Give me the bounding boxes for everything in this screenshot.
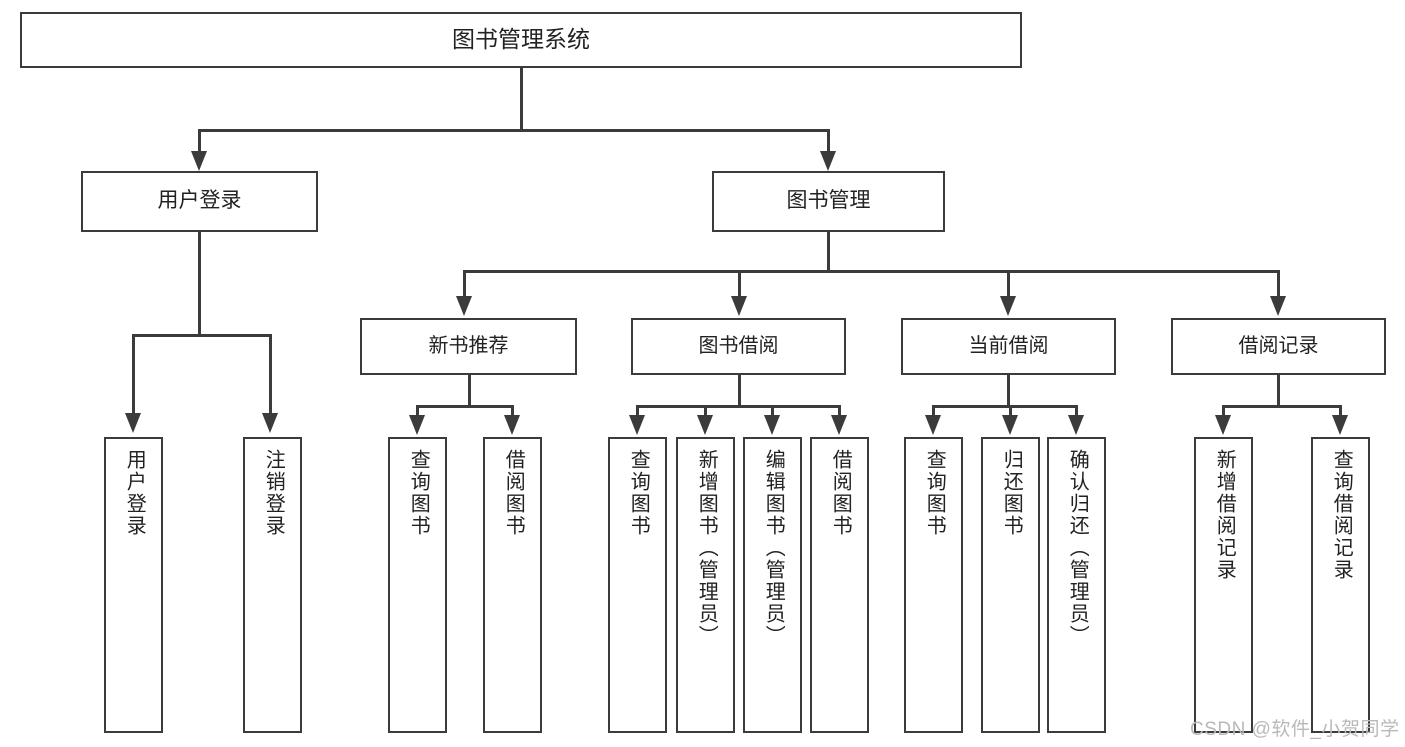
connector-newbook-drop-1: [416, 405, 419, 419]
node-leaf-edit-book[interactable]: 编辑图书（管理员）: [743, 437, 802, 733]
node-book-borrow-label: 图书借阅: [698, 334, 779, 357]
connector-newbook-stem: [468, 375, 471, 407]
arrow-to-leaf-query-book-1: [409, 415, 425, 435]
arrow-to-new-book-recommend: [456, 296, 472, 316]
connector-borrowrecord-bus: [1222, 405, 1341, 408]
connector-currentborrow-drop-2: [1009, 405, 1012, 419]
node-book-manage-label: 图书管理: [786, 189, 871, 213]
node-borrow-record[interactable]: 借阅记录: [1171, 318, 1386, 375]
connector-bookborrow-drop-1: [636, 405, 639, 419]
arrow-to-leaf-return-book: [1002, 415, 1018, 435]
node-new-book-recommend-label: 新书推荐: [428, 334, 509, 357]
node-root-label: 图书管理系统: [452, 26, 590, 53]
node-leaf-user-logout[interactable]: 注销登录: [243, 437, 302, 733]
node-leaf-query-book-1[interactable]: 查询图书: [388, 437, 447, 733]
connector-bookmanage-bus: [463, 270, 1280, 273]
node-leaf-add-record[interactable]: 新增借阅记录: [1194, 437, 1253, 733]
connector-bookborrow-stem: [738, 375, 741, 407]
connector-currentborrow-stem: [1007, 375, 1010, 407]
connector-bookmanage-drop-4: [1277, 270, 1280, 298]
connector-userlogin-bus: [132, 334, 271, 337]
arrow-to-leaf-edit-book: [764, 415, 780, 435]
node-leaf-query-book-3[interactable]: 查询图书: [904, 437, 963, 733]
connector-bookmanage-drop-3: [1007, 270, 1010, 298]
node-leaf-borrow-book-1-label: 借阅图书: [502, 449, 525, 537]
arrow-to-leaf-add-book: [697, 415, 713, 435]
connector-bookmanage-drop-2: [738, 270, 741, 298]
node-leaf-query-book-2-label: 查询图书: [627, 449, 650, 537]
node-borrow-record-label: 借阅记录: [1238, 334, 1319, 357]
node-leaf-query-book-3-label: 查询图书: [923, 449, 946, 537]
node-leaf-add-record-label: 新增借阅记录: [1213, 449, 1236, 581]
node-leaf-user-logout-label: 注销登录: [262, 449, 285, 537]
arrow-to-current-borrow: [1000, 296, 1016, 316]
node-leaf-query-record-label: 查询借阅记录: [1330, 449, 1353, 581]
connector-root-stem: [520, 68, 523, 131]
node-user-login-label: 用户登录: [157, 189, 242, 213]
connector-currentborrow-drop-3: [1075, 405, 1078, 419]
node-book-borrow[interactable]: 图书借阅: [631, 318, 846, 375]
connector-userlogin-drop-1: [132, 334, 135, 416]
connector-bookmanage-drop-1: [463, 270, 466, 298]
connector-bookmanage-stem: [827, 232, 830, 272]
node-leaf-query-book-1-label: 查询图书: [407, 449, 430, 537]
connector-borrowrecord-drop-1: [1222, 405, 1225, 419]
node-leaf-confirm-return-label: 确认归还（管理员）: [1066, 449, 1089, 647]
arrow-to-leaf-query-record: [1332, 415, 1348, 435]
arrow-to-leaf-borrow-book-1: [504, 415, 520, 435]
arrow-to-book-manage: [820, 151, 836, 171]
connector-userlogin-stem: [198, 232, 201, 336]
node-leaf-return-book-label: 归还图书: [1000, 449, 1023, 537]
node-leaf-edit-book-label: 编辑图书（管理员）: [762, 449, 785, 647]
connector-root-bus: [198, 129, 830, 132]
connector-borrowrecord-stem: [1277, 375, 1280, 407]
connector-currentborrow-bus: [932, 405, 1078, 408]
node-leaf-query-record[interactable]: 查询借阅记录: [1311, 437, 1370, 733]
connector-newbook-drop-2: [511, 405, 514, 419]
watermark: CSDN @软件_小贺同学: [1190, 719, 1400, 740]
node-new-book-recommend[interactable]: 新书推荐: [360, 318, 577, 375]
node-leaf-confirm-return[interactable]: 确认归还（管理员）: [1047, 437, 1106, 733]
connector-bookborrow-bus: [636, 405, 841, 408]
arrow-to-book-borrow: [731, 296, 747, 316]
node-leaf-user-login[interactable]: 用户登录: [104, 437, 163, 733]
node-leaf-return-book[interactable]: 归还图书: [981, 437, 1040, 733]
node-leaf-borrow-book-2-label: 借阅图书: [829, 449, 852, 537]
node-user-login[interactable]: 用户登录: [81, 171, 318, 232]
connector-root-drop-right: [827, 129, 830, 154]
node-current-borrow-label: 当前借阅: [968, 334, 1049, 357]
node-current-borrow[interactable]: 当前借阅: [901, 318, 1116, 375]
connector-bookborrow-drop-3: [771, 405, 774, 419]
connector-bookborrow-drop-2: [704, 405, 707, 419]
arrow-to-leaf-query-book-2: [629, 415, 645, 435]
connector-root-drop-left: [198, 129, 201, 154]
arrow-to-leaf-user-logout: [262, 413, 278, 433]
connector-currentborrow-drop-1: [932, 405, 935, 419]
arrow-to-user-login: [191, 151, 207, 171]
connector-newbook-bus: [416, 405, 514, 408]
arrow-to-leaf-confirm-return: [1068, 415, 1084, 435]
node-leaf-user-login-label: 用户登录: [123, 449, 146, 537]
node-leaf-add-book[interactable]: 新增图书（管理员）: [676, 437, 735, 733]
node-leaf-borrow-book-1[interactable]: 借阅图书: [483, 437, 542, 733]
connector-bookborrow-drop-4: [838, 405, 841, 419]
node-book-manage[interactable]: 图书管理: [712, 171, 945, 232]
arrow-to-borrow-record: [1270, 296, 1286, 316]
arrow-to-leaf-add-record: [1215, 415, 1231, 435]
node-leaf-query-book-2[interactable]: 查询图书: [608, 437, 667, 733]
node-leaf-borrow-book-2[interactable]: 借阅图书: [810, 437, 869, 733]
arrow-to-leaf-borrow-book-2: [831, 415, 847, 435]
node-root[interactable]: 图书管理系统: [20, 12, 1022, 68]
arrow-to-leaf-query-book-3: [925, 415, 941, 435]
node-leaf-add-book-label: 新增图书（管理员）: [695, 449, 718, 647]
arrow-to-leaf-user-login: [125, 413, 141, 433]
connector-userlogin-drop-2: [269, 334, 272, 416]
connector-borrowrecord-drop-2: [1339, 405, 1342, 419]
